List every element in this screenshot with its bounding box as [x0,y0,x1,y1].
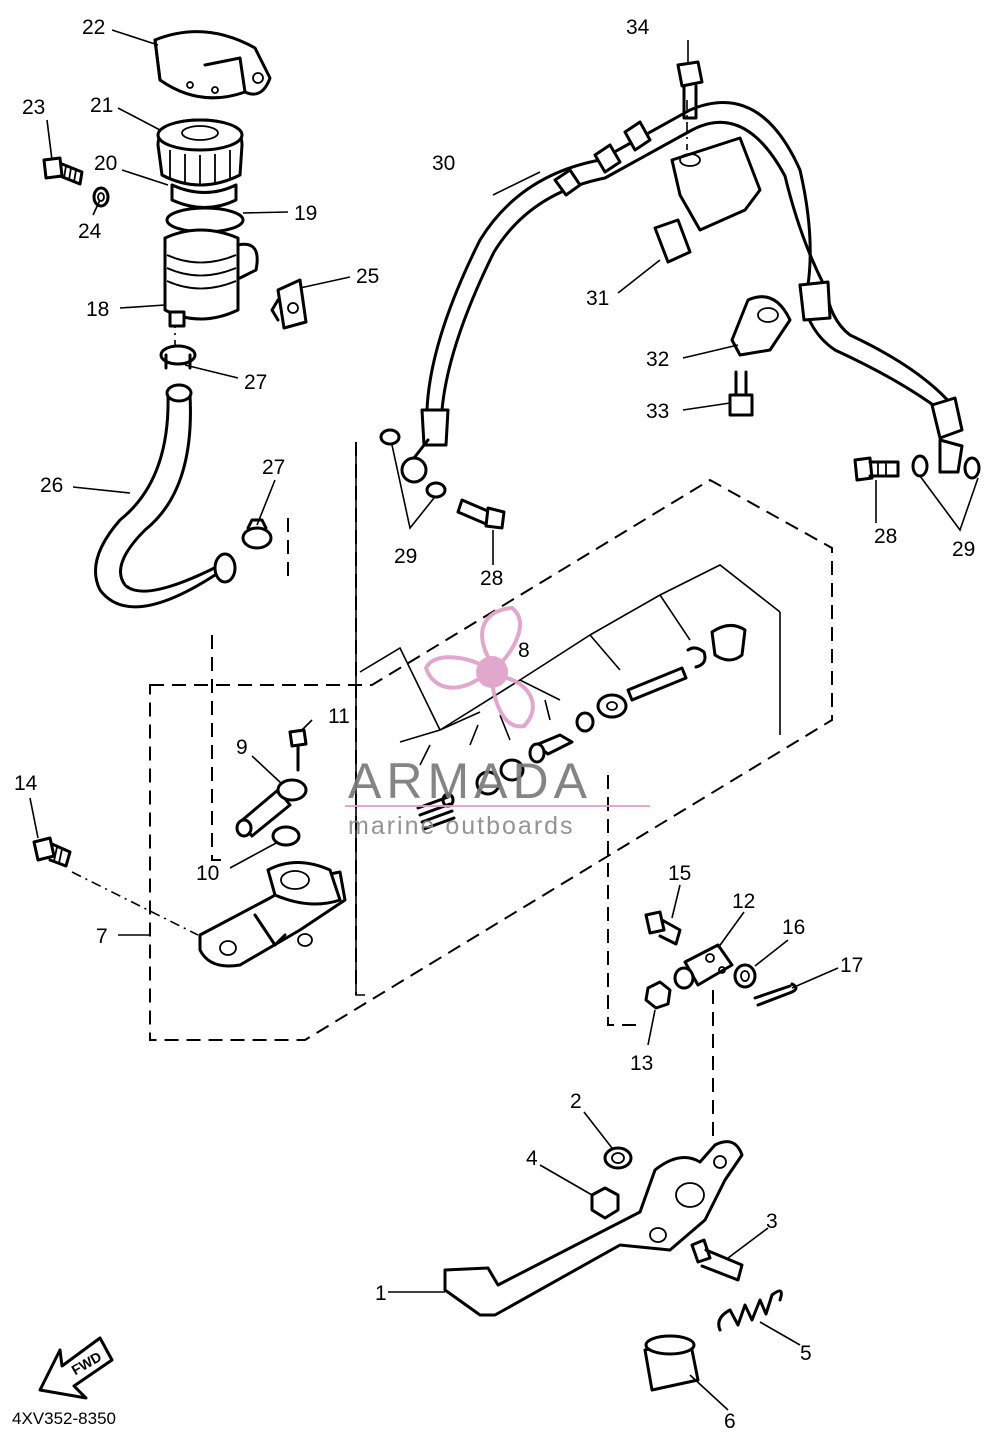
o-ring-10 [271,825,301,847]
diaphragm-19 [165,206,245,234]
sleeve-6 [643,1334,700,1392]
union-end-lower-left [400,438,430,484]
callout-29-left: 29 [394,545,417,568]
callout-17: 17 [840,954,863,977]
spring-5 [717,1289,783,1332]
callout-33: 33 [646,400,669,423]
holder-25 [270,278,308,330]
clip-27-upper [159,344,197,370]
callout-7: 7 [96,925,108,948]
leader-lines [355,442,781,996]
callout-3: 3 [766,1210,778,1233]
callout-labels: 1 2 3 4 5 6 7 8 9 10 11 12 13 14 15 16 1… [14,16,975,1433]
callout-31: 31 [586,287,609,310]
callout-4: 4 [526,1147,538,1170]
cotter-pin-17 [753,982,798,1007]
callout-28-right: 28 [874,525,897,548]
cap-plate-20 [170,183,238,209]
callout-27-upper: 27 [244,371,267,394]
drawing-code: 4XV352-8350 [12,1409,116,1428]
master-cylinder-7 [198,861,347,968]
callout-32: 32 [646,348,669,371]
bolt-34 [676,60,704,120]
callout-16: 16 [782,916,805,939]
callout-24: 24 [78,220,102,243]
clamp-32 [730,295,792,357]
callout-18: 18 [86,298,109,321]
callout-14: 14 [14,772,38,795]
hose-26 [94,383,237,609]
callout-22: 22 [82,16,105,39]
callout-8: 8 [518,639,530,662]
callout-leaders [29,29,979,1411]
callout-34: 34 [626,16,650,39]
callout-10: 10 [196,862,219,885]
reservoir-cap-21 [156,118,244,187]
brake-hose-30 [420,101,964,447]
callout-30: 30 [432,152,455,175]
bracket-31 [653,136,762,264]
clip-27-lower [241,518,273,550]
washer-2 [603,1146,633,1170]
bolt-3 [690,1238,744,1282]
callout-28-left: 28 [480,567,503,590]
callout-27-lower: 27 [262,456,285,479]
washers-29-left [379,428,447,499]
fwd-arrow: FWD [38,1336,114,1400]
callout-13: 13 [630,1052,653,1075]
callout-9: 9 [236,736,248,759]
watermark-brand: ARMADA [348,753,592,809]
callout-25: 25 [356,265,379,288]
nut-13 [644,980,672,1010]
union-end-right [938,438,964,474]
brake-pedal-1 [443,1140,744,1317]
nut-4 [590,1186,620,1220]
internal-kit-8 [416,624,747,831]
washers-29-right [911,454,981,480]
screw-11 [288,728,308,772]
reservoir-tank-18 [163,228,259,328]
bolt-23 [42,156,84,186]
union-bolt-28-left [456,498,506,530]
armada-watermark: ARMADA marine outboards [345,605,650,840]
callout-21: 21 [90,94,113,117]
callout-1: 1 [375,1282,387,1305]
bolt-15 [644,910,682,946]
callout-20: 20 [94,152,117,175]
union-bolt-28-right [853,456,900,482]
bolt-33 [728,370,754,417]
callout-6: 6 [724,1410,736,1433]
joint-12 [673,943,734,990]
callout-26: 26 [40,474,63,497]
callout-5: 5 [800,1342,812,1365]
callout-29-right: 29 [952,538,975,561]
washer-24 [92,186,110,208]
watermark-tagline: marine outboards [348,812,575,840]
washer-16 [733,963,757,989]
callout-11: 11 [328,705,350,728]
propeller-logo-icon [423,605,535,729]
callout-19: 19 [294,202,317,225]
reservoir-band-22 [153,30,272,100]
bolt-14 [32,836,72,868]
callout-2: 2 [570,1090,582,1113]
hose-joint-9 [235,778,308,838]
callout-23: 23 [22,96,45,119]
callout-15: 15 [668,862,691,885]
callout-12: 12 [732,890,755,913]
